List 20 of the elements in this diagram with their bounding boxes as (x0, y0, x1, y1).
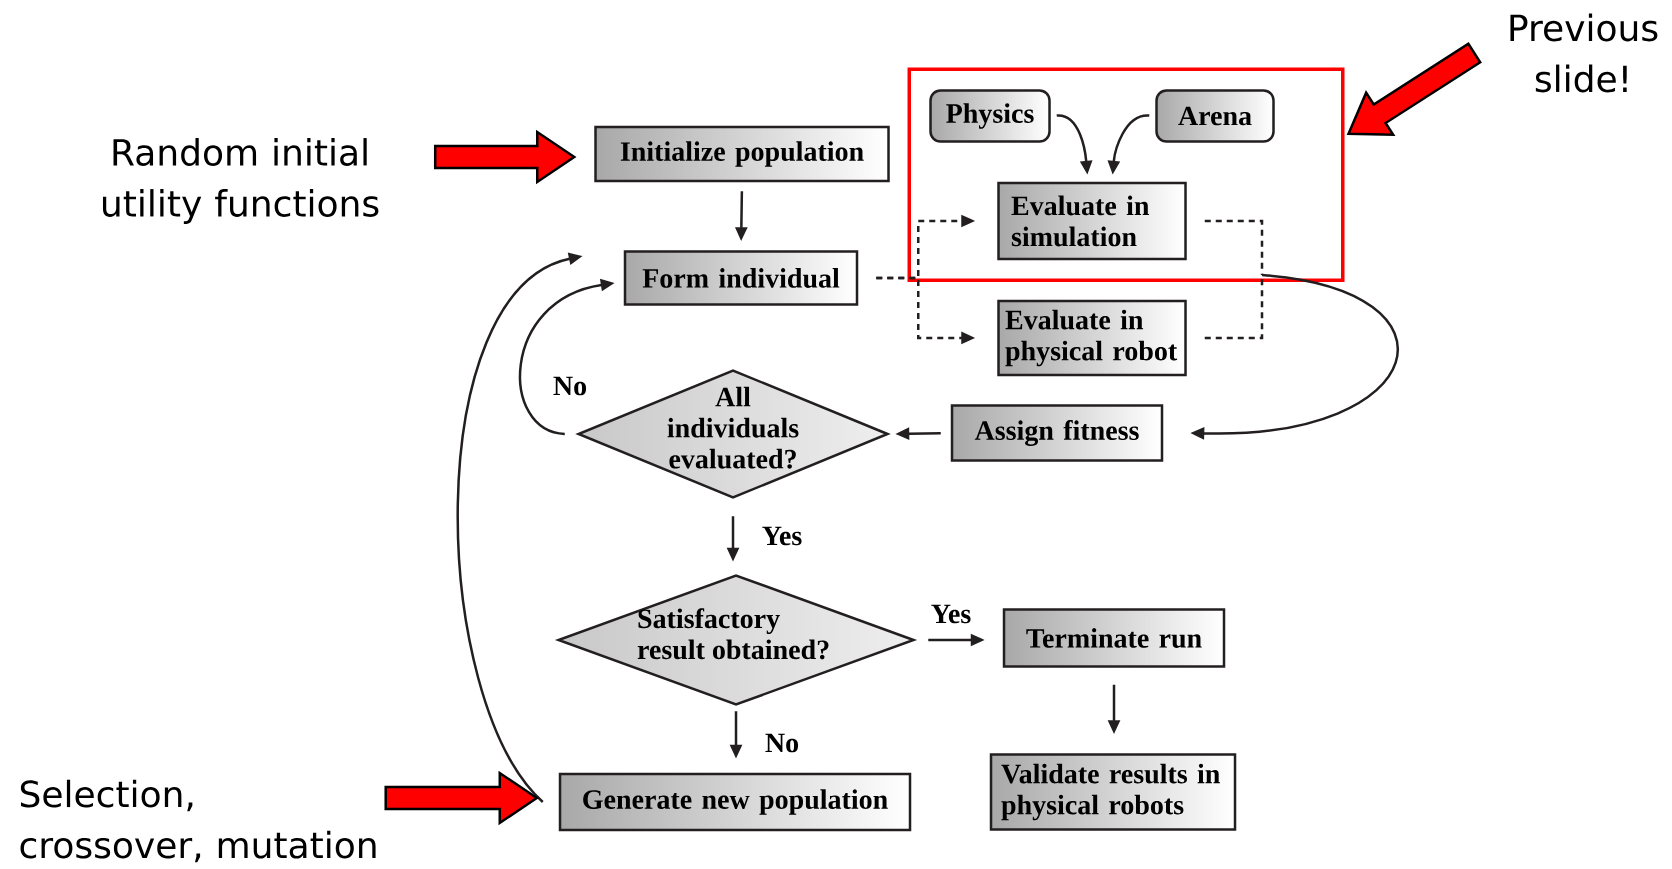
process-box: Terminate run (1002, 608, 1226, 668)
edge-label: No (763, 732, 801, 754)
edge-label: Yes (760, 525, 804, 547)
highlight-frame (907, 67, 1345, 282)
edge-label: Yes (929, 603, 973, 625)
block-arrow (384, 770, 539, 826)
annotation-text: Selection, crossover, mutation (20, 779, 376, 863)
process-box: Form individual (623, 250, 859, 306)
block-arrow (1346, 42, 1482, 137)
annotation-text: Random initial utility functions (103, 138, 379, 224)
rounded-box: Arena (1155, 89, 1275, 143)
process-box: Initialize population (594, 125, 890, 183)
rounded-box: Physics (929, 89, 1051, 143)
annotation-text: Previous slide! (1510, 13, 1658, 93)
process-box: Evaluate in simulation (997, 181, 1187, 261)
process-box: Evaluate in physical robot (997, 299, 1187, 377)
process-box: Generate new population (558, 772, 912, 832)
block-arrow (433, 129, 577, 185)
process-box: Validate results in physical robots (989, 753, 1237, 831)
process-box: Assign fitness (950, 404, 1164, 462)
